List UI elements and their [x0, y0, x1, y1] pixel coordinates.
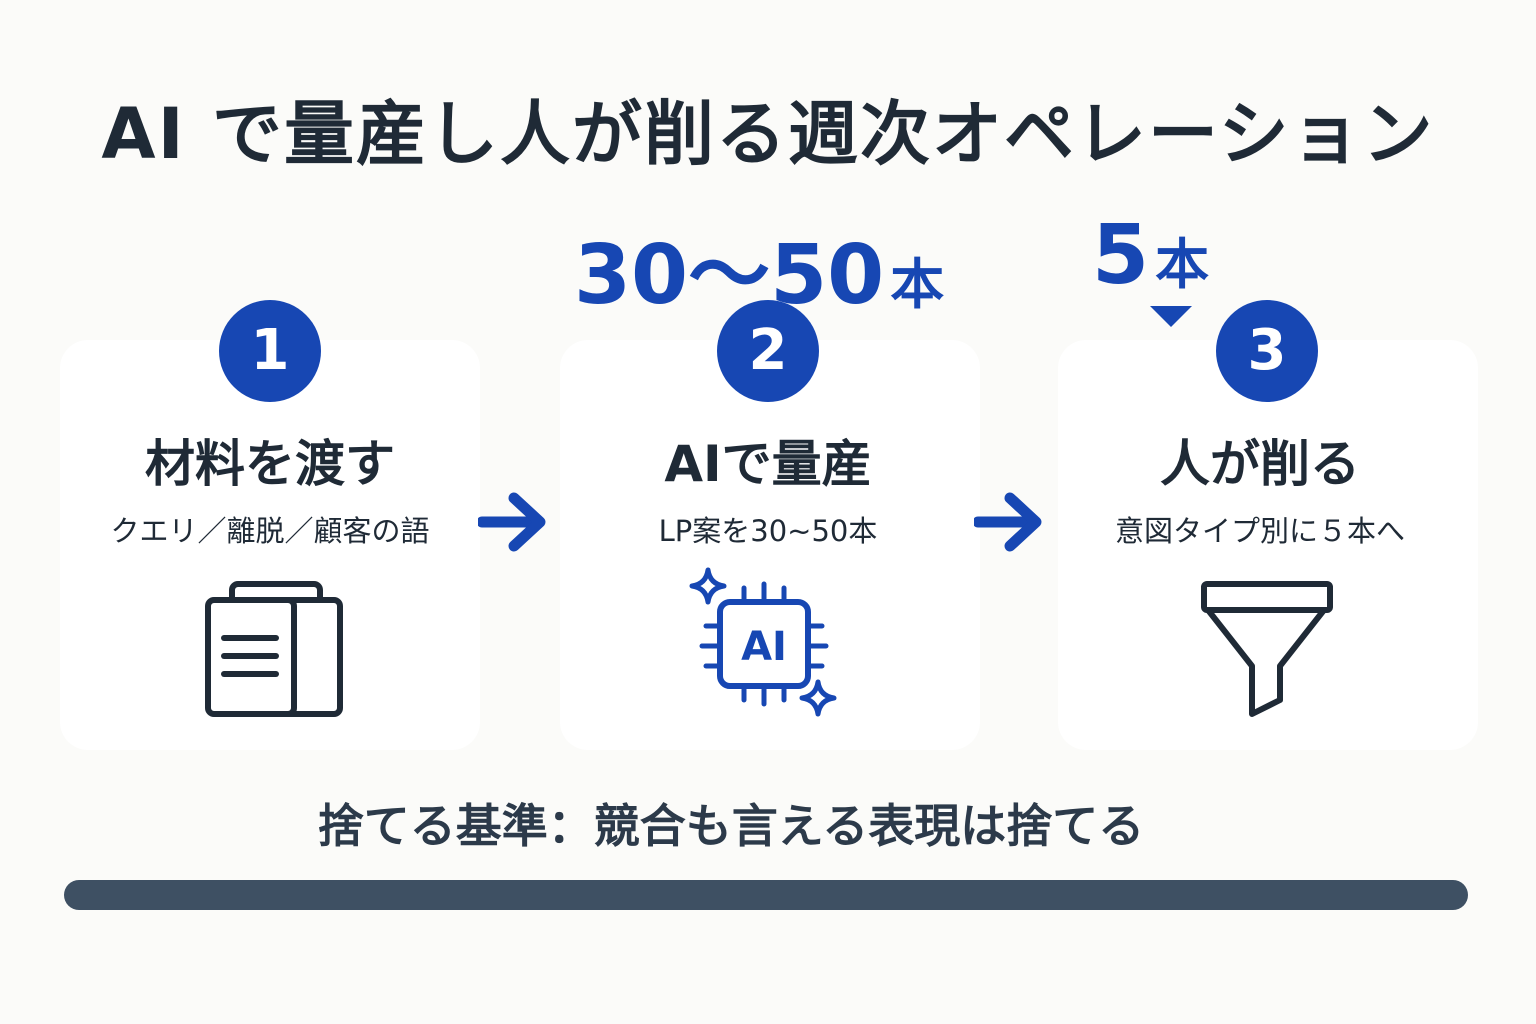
ai-chip-icon: AI [689, 567, 837, 717]
step-3-count-unit: 本 [1155, 233, 1210, 296]
step-2-title: AIで量産 [664, 435, 872, 493]
count-pointer-icon [1150, 306, 1192, 327]
discard-rule-text: 捨てる基準：競合も言える表現は捨てる [317, 799, 1145, 853]
step-2-number-badge: 2 [717, 300, 819, 402]
step-card-3 [1058, 340, 1478, 750]
bottom-bar [64, 880, 1468, 910]
step-2-count-value: 30〜50 [574, 228, 885, 323]
step-3-number-badge: 3 [1216, 300, 1318, 402]
arrow-right-icon [974, 492, 1042, 552]
step-1-number-badge: 1 [219, 300, 321, 402]
step-3-description: 意図タイプ別に５本へ [1114, 514, 1405, 548]
step-2-count-unit: 本 [890, 253, 945, 316]
page-title: AI で量産し人が削る週次オペレーション [101, 93, 1435, 175]
step-card-2 [560, 340, 980, 750]
arrow-right-icon [478, 492, 546, 552]
step-1-title: 材料を渡す [145, 435, 395, 493]
step-1-description: クエリ／離脱／顧客の語 [110, 514, 430, 548]
step-2-description: LP案を30~50本 [658, 514, 878, 548]
step-3-title: 人が削る [1160, 435, 1360, 493]
step-3-count-value: 5 [1092, 208, 1150, 303]
ai-chip-label: AI [741, 624, 787, 670]
documents-icon [205, 581, 343, 717]
funnel-icon [1201, 581, 1333, 717]
